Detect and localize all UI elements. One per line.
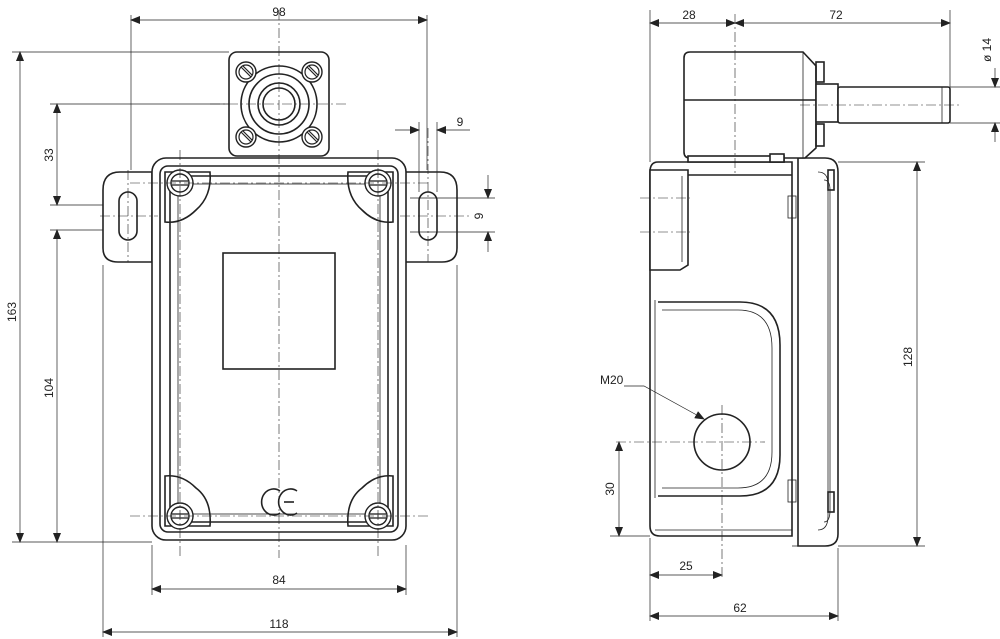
dim-front-total-height: 163	[5, 302, 19, 322]
dim-side-conduit-height: 30	[603, 482, 617, 496]
dim-side-total-depth: 62	[733, 601, 747, 615]
dim-front-flange-width: 118	[269, 617, 288, 631]
conduit-thread-label: M20	[600, 373, 624, 387]
mounting-flange	[102, 171, 153, 263]
dim-side-shaft-length: 72	[829, 8, 843, 22]
side-actuator-head	[683, 51, 817, 159]
dim-front-slot-height: 9	[472, 212, 486, 219]
side-lid	[797, 157, 839, 547]
dim-front-slot-width: 9	[457, 115, 464, 129]
ce-mark	[260, 488, 298, 516]
side-view: 28 72 ø 14 128 30 25 62 M20	[600, 8, 1000, 621]
dim-side-body-height: 128	[901, 347, 915, 367]
dim-front-body-width: 84	[272, 573, 286, 587]
dim-side-conduit-offset: 25	[679, 559, 693, 573]
front-view: 98 9 9 163 33 104 84 118	[5, 5, 495, 637]
dim-front-width-top: 98	[272, 5, 286, 19]
dim-front-body-height: 104	[42, 378, 56, 398]
side-flange	[649, 169, 689, 271]
dim-side-head-depth: 28	[682, 8, 696, 22]
dim-side-shaft-diameter: ø 14	[980, 38, 994, 62]
dim-front-head-offset: 33	[42, 148, 56, 162]
